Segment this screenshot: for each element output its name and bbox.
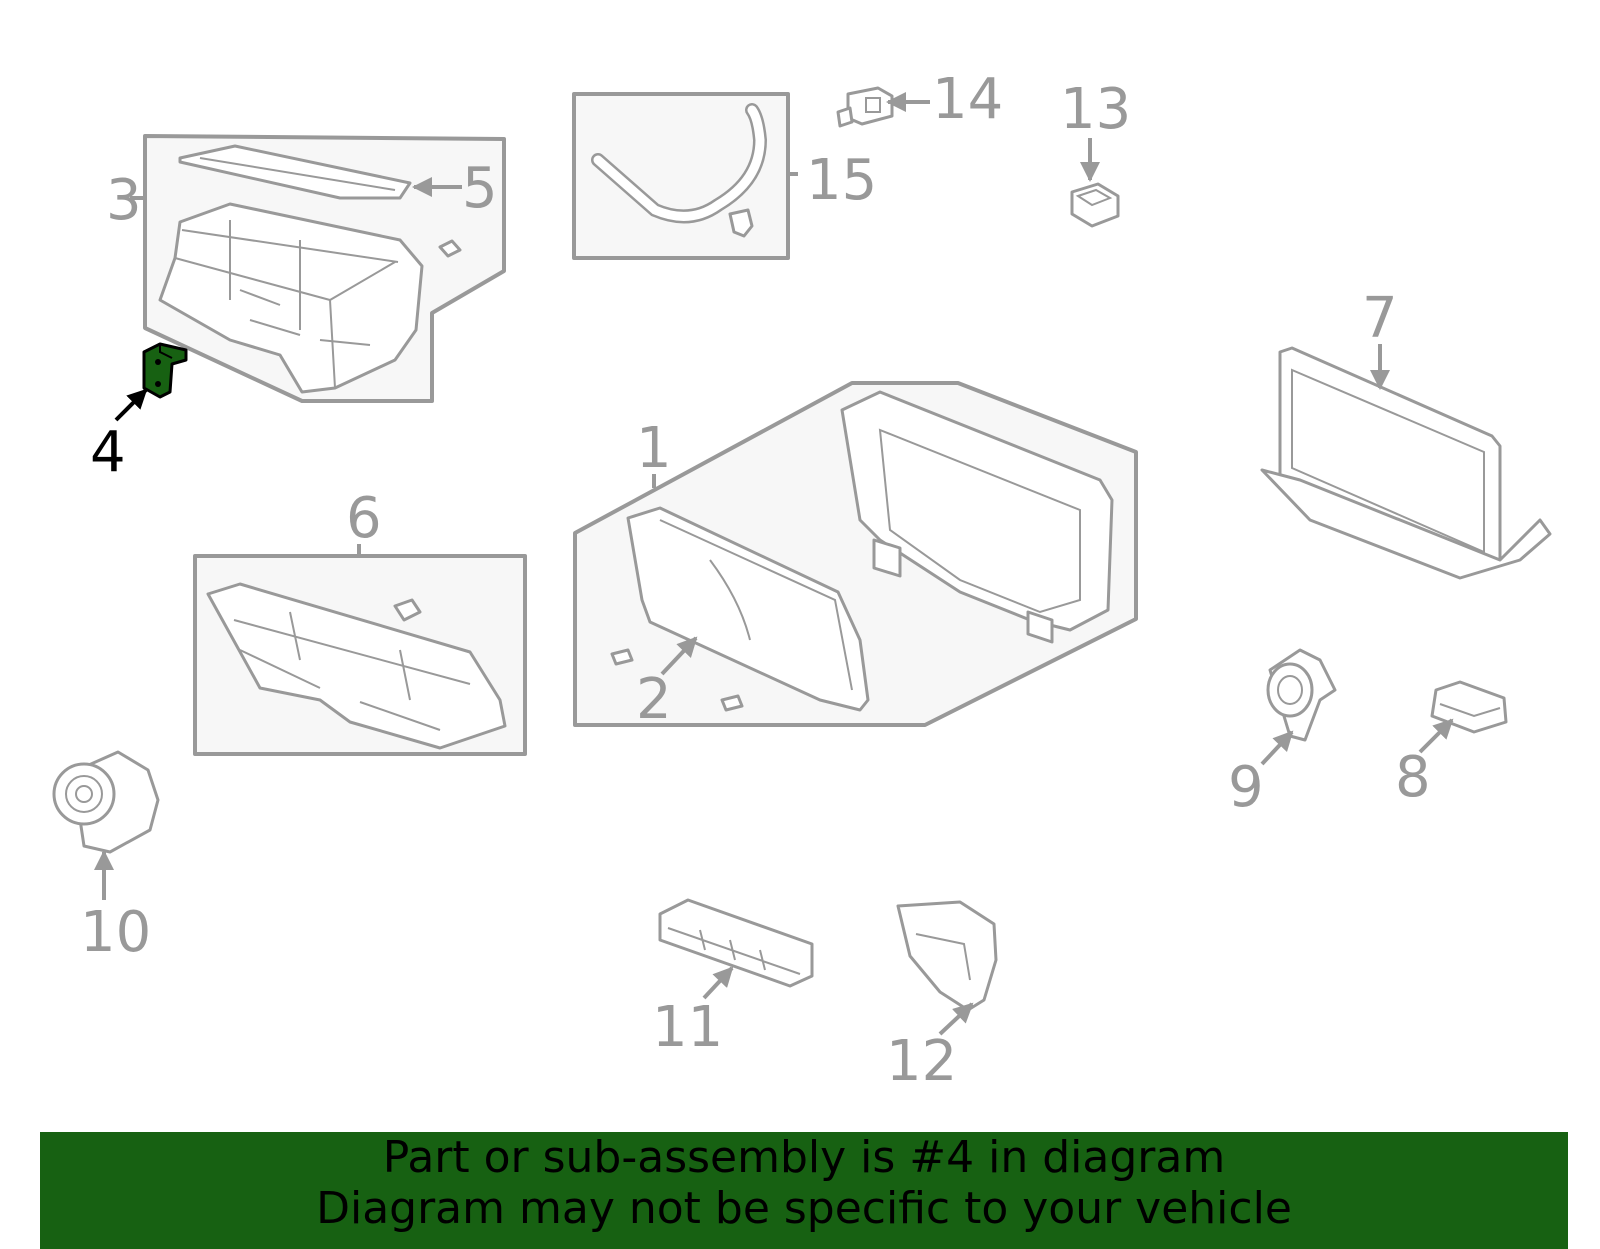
callout-labels: 3 5 4 15 14 13 7 1 2 6 9 8 10 11 12 xyxy=(80,67,1431,1094)
callout-5: 5 xyxy=(462,156,498,221)
part-7-display xyxy=(1260,346,1552,580)
callout-14: 14 xyxy=(932,67,1003,132)
part-5-lid-strip xyxy=(178,144,412,200)
callout-2: 2 xyxy=(636,667,672,732)
leader-8 xyxy=(1418,718,1454,754)
callout-6: 6 xyxy=(346,486,382,551)
callout-1: 1 xyxy=(636,416,672,481)
leader-12 xyxy=(938,1002,974,1036)
callout-13: 13 xyxy=(1060,77,1131,142)
part-15-hose xyxy=(591,103,768,238)
leader-lines xyxy=(94,92,1454,1036)
group-15-hose-panel xyxy=(572,92,790,260)
part-12-bracket xyxy=(896,900,998,1012)
leader-11 xyxy=(702,966,734,1000)
info-banner: Part or sub-assembly is #4 in diagram Di… xyxy=(40,1132,1568,1249)
part-13-switch xyxy=(1070,182,1120,228)
part-1-cluster-housing xyxy=(840,390,1114,644)
group-3-glovebox-panel xyxy=(143,134,506,403)
group-6-climate-panel xyxy=(193,554,527,756)
callout-12: 12 xyxy=(886,1029,957,1094)
part-2-cluster-lens xyxy=(610,506,870,712)
leader-2 xyxy=(660,636,698,676)
callout-10: 10 xyxy=(80,900,151,965)
part-4-bracket xyxy=(142,342,188,399)
part-14-sensor xyxy=(836,86,894,128)
callout-8: 8 xyxy=(1395,745,1431,810)
part-11-switch-bank xyxy=(658,898,814,988)
part-9-knob xyxy=(1266,648,1337,742)
callout-7: 7 xyxy=(1362,286,1398,351)
part-3-glovebox-body xyxy=(158,202,462,394)
part-8-switch xyxy=(1430,680,1508,734)
callout-15: 15 xyxy=(806,148,877,213)
banner-line-2: Diagram may not be specific to your vehi… xyxy=(316,1183,1292,1234)
leader-9 xyxy=(1260,730,1294,766)
callout-4: 4 xyxy=(90,420,126,485)
banner-line-1: Part or sub-assembly is #4 in diagram xyxy=(382,1132,1226,1183)
callout-11: 11 xyxy=(652,995,723,1060)
part-10-motor xyxy=(52,750,160,854)
group-1-cluster-panel xyxy=(573,381,1138,727)
callout-9: 9 xyxy=(1228,755,1264,820)
callout-3: 3 xyxy=(106,168,142,233)
part-6-climate-unit xyxy=(206,582,507,750)
leader-4 xyxy=(114,388,148,422)
